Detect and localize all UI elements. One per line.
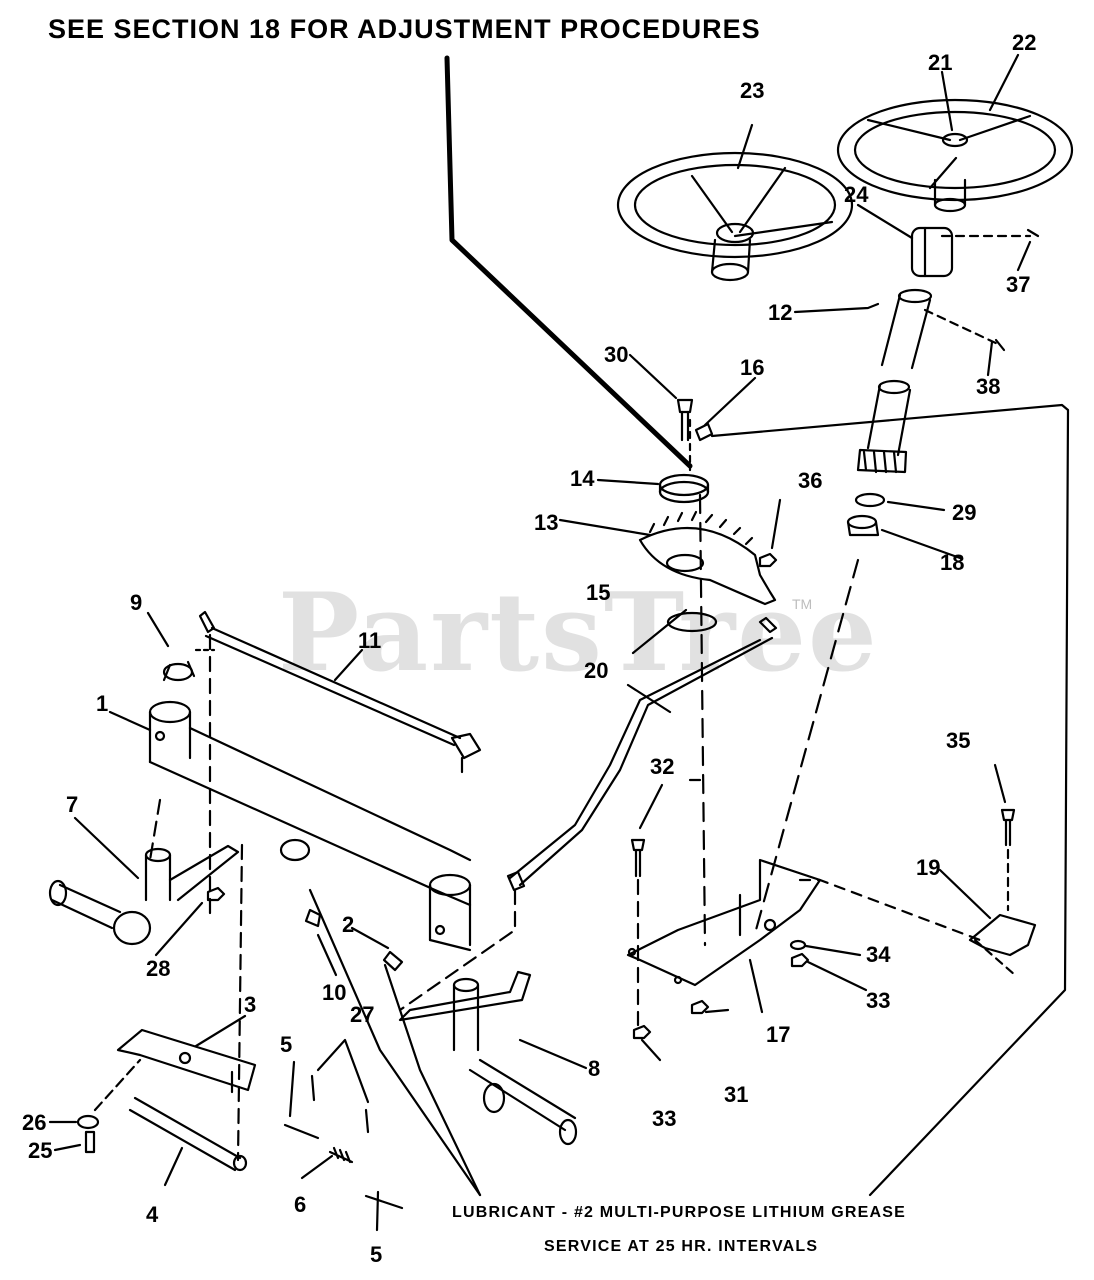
washer-26 bbox=[76, 1114, 100, 1130]
bolt-30 bbox=[676, 398, 694, 442]
callout-12: 12 bbox=[768, 300, 792, 325]
bolt-25 bbox=[84, 1130, 96, 1154]
callout-36: 36 bbox=[798, 468, 822, 493]
spindle-8 bbox=[398, 970, 578, 1146]
sector-gear-13 bbox=[638, 510, 777, 606]
callout-33-upper: 33 bbox=[866, 988, 890, 1013]
callout-15: 15 bbox=[586, 580, 610, 605]
nut-31 bbox=[690, 999, 710, 1015]
callout-27: 27 bbox=[350, 1002, 374, 1027]
service-interval-note: SERVICE AT 25 HR. INTERVALS bbox=[544, 1238, 819, 1255]
callout-6: 6 bbox=[294, 1192, 306, 1217]
callout-26: 26 bbox=[22, 1110, 46, 1135]
bracket-3 bbox=[116, 1028, 257, 1094]
fitting-10 bbox=[304, 908, 322, 928]
callout-18: 18 bbox=[940, 550, 964, 575]
callout-28: 28 bbox=[146, 956, 170, 981]
steering-tube bbox=[880, 288, 1006, 370]
callout-3: 3 bbox=[244, 992, 256, 1017]
callout-24: 24 bbox=[844, 182, 869, 207]
callout-37: 37 bbox=[1006, 272, 1030, 297]
callout-17: 17 bbox=[766, 1022, 790, 1047]
callout-13: 13 bbox=[534, 510, 558, 535]
steering-wheel-22 bbox=[836, 98, 1074, 213]
callout-14: 14 bbox=[570, 466, 595, 491]
steering-wheel-23 bbox=[616, 151, 854, 282]
callout-2: 2 bbox=[342, 912, 354, 937]
callout-5b: 5 bbox=[370, 1242, 382, 1267]
callout-9: 9 bbox=[130, 590, 142, 615]
adjustment-note-header: SEE SECTION 18 FOR ADJUSTMENT PROCEDURES bbox=[48, 14, 761, 44]
grease-fitting-2 bbox=[382, 950, 404, 972]
bolt-32 bbox=[630, 838, 646, 878]
callout-21: 21 bbox=[928, 50, 952, 75]
callout-20: 20 bbox=[584, 658, 608, 683]
bolt-35 bbox=[1000, 808, 1016, 847]
callout-7: 7 bbox=[66, 792, 78, 817]
grease-fitting-16 bbox=[694, 422, 714, 442]
axle-1 bbox=[148, 700, 472, 952]
drag-link-20 bbox=[506, 616, 778, 892]
callout-38: 38 bbox=[976, 374, 1000, 399]
callout-31: 31 bbox=[724, 1082, 748, 1107]
pin-27-right bbox=[364, 1108, 370, 1134]
callout-numbers: 1 2 3 4 5 5 6 7 8 9 10 11 12 13 14 15 16… bbox=[22, 30, 1036, 1267]
bushing-18 bbox=[846, 514, 880, 537]
coupler-24 bbox=[910, 226, 1040, 278]
callout-16: 16 bbox=[740, 355, 764, 380]
nut-36 bbox=[758, 552, 778, 568]
callout-1: 1 bbox=[96, 691, 108, 716]
pin-4 bbox=[128, 1096, 248, 1172]
washer-15 bbox=[666, 611, 718, 633]
callout-33-lower: 33 bbox=[652, 1106, 676, 1131]
adjustment-leader-line bbox=[444, 55, 693, 469]
nut-33-lower bbox=[632, 1024, 652, 1040]
partstree-watermark: PartsTree bbox=[278, 570, 879, 696]
callout-5a: 5 bbox=[280, 1032, 292, 1057]
washer-29 bbox=[854, 492, 886, 508]
support-bracket-17 bbox=[626, 858, 822, 987]
steering-shaft-12 bbox=[856, 379, 912, 474]
pin-5-upper bbox=[283, 1123, 320, 1140]
washer-34 bbox=[789, 939, 807, 951]
callout-8: 8 bbox=[588, 1056, 600, 1081]
trademark-mark: TM bbox=[792, 596, 813, 612]
lubricant-note: LUBRICANT - #2 MULTI-PURPOSE LITHIUM GRE… bbox=[452, 1204, 906, 1221]
pin-5-lower bbox=[364, 1194, 404, 1210]
spring-6 bbox=[328, 1146, 354, 1164]
callout-10: 10 bbox=[322, 980, 346, 1005]
callout-29: 29 bbox=[952, 500, 976, 525]
callout-35: 35 bbox=[946, 728, 970, 753]
callout-32: 32 bbox=[650, 754, 674, 779]
callout-23: 23 bbox=[740, 78, 764, 103]
callout-11: 11 bbox=[358, 628, 381, 653]
nut-33-upper bbox=[790, 952, 810, 968]
callout-34: 34 bbox=[866, 942, 891, 967]
clamp-9 bbox=[162, 648, 216, 682]
bracket-19 bbox=[968, 913, 1037, 957]
callout-leaders bbox=[48, 53, 1032, 1232]
tie-rod-11 bbox=[198, 610, 482, 774]
spindle-7 bbox=[48, 844, 240, 946]
callout-4: 4 bbox=[146, 1202, 159, 1227]
callout-25: 25 bbox=[28, 1138, 52, 1163]
washer-14 bbox=[658, 473, 710, 504]
callout-30: 30 bbox=[604, 342, 628, 367]
callout-19: 19 bbox=[916, 855, 940, 880]
nut-28 bbox=[206, 886, 226, 902]
callout-22: 22 bbox=[1012, 30, 1036, 55]
pin-27-left bbox=[310, 1074, 316, 1102]
